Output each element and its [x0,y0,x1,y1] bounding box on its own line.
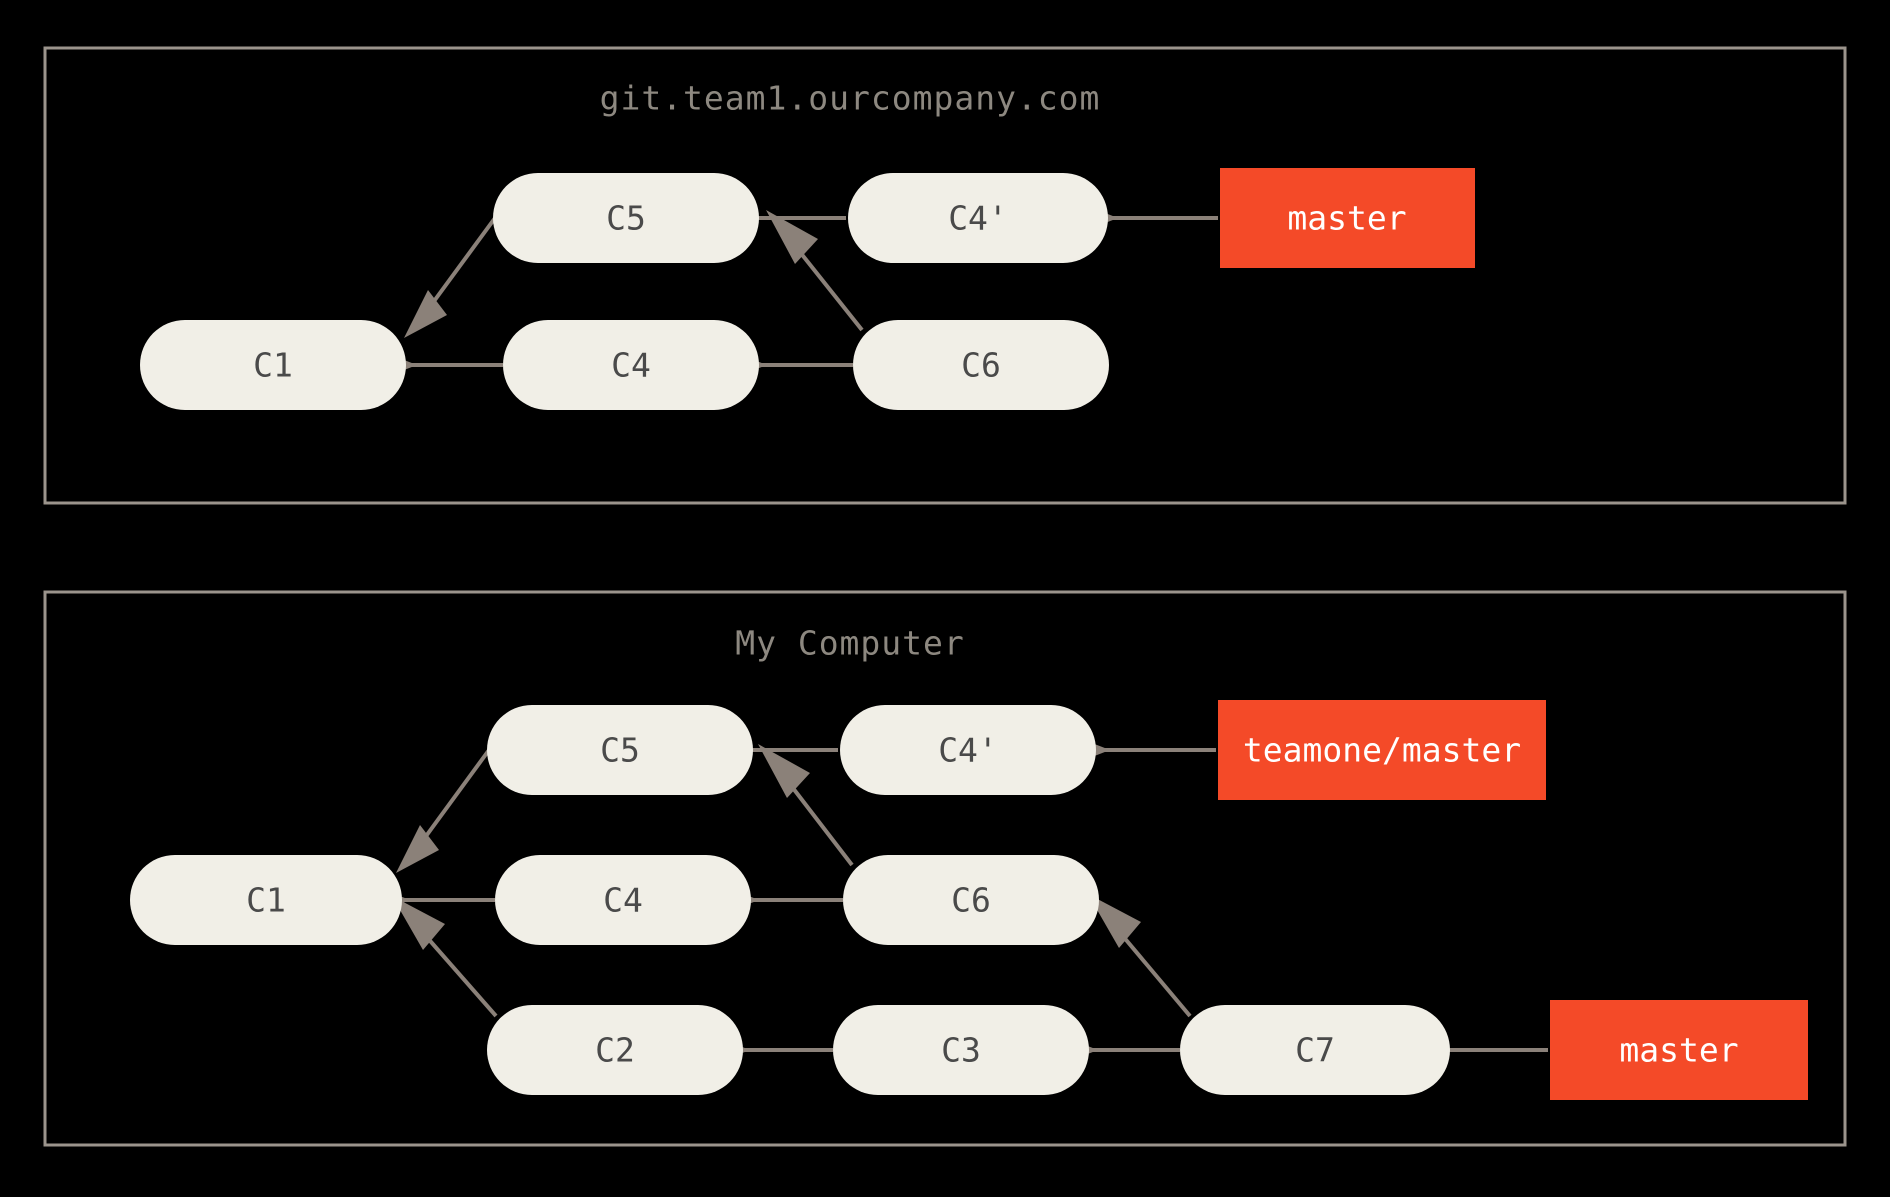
commit-box [130,855,402,945]
branch-box [1220,168,1475,268]
panel-remote: git.team1.ourcompany.com [43,46,1847,505]
panel-local-title: My Computer [735,624,965,663]
branch-label: master [1619,1031,1738,1070]
commit-label: C1 [253,346,293,385]
commit-label: C6 [951,881,991,920]
branch-box [1550,1000,1808,1100]
commit-node-c5[interactable]: C5 [493,173,759,263]
commit-label: C4 [603,881,643,920]
branch-label: teamone/master [1243,731,1521,770]
commit-box [833,1005,1089,1095]
branch-box [1218,700,1546,800]
commit-box [487,705,753,795]
commit-label: C3 [941,1031,981,1070]
panel-remote-frame [43,46,1847,505]
commit-box [843,855,1099,945]
commit-box [853,320,1109,410]
commit-label: C5 [600,731,640,770]
edge-c6-to-c5 [758,744,854,867]
commit-label: C2 [595,1031,635,1070]
edge-c5-to-c1 [404,216,497,338]
commit-label: C4' [948,199,1008,238]
branch-ref-teamone-master[interactable]: teamone/master [1218,700,1546,800]
commit-node-c4[interactable]: C4 [503,320,759,410]
commit-node-c2[interactable]: C2 [487,1005,743,1095]
branch-label: master [1287,199,1406,238]
commit-label: C4' [938,731,998,770]
commit-box [840,705,1096,795]
commit-node-c5[interactable]: C5 [487,705,753,795]
edge-c7-to-c6 [1088,894,1192,1018]
panel-remote-title: git.team1.ourcompany.com [600,79,1101,118]
branch-ref-master-remote[interactable]: master [1220,168,1475,268]
commit-label: C5 [606,199,646,238]
commit-label: C7 [1295,1031,1335,1070]
commit-node-c1[interactable]: C1 [140,320,406,410]
commit-node-c6[interactable]: C6 [853,320,1109,410]
commit-box [140,320,406,410]
commit-label: C4 [611,346,651,385]
panel-local-frame [43,590,1847,1147]
commit-node-c3[interactable]: C3 [833,1005,1089,1095]
commit-node-c6[interactable]: C6 [843,855,1099,945]
edge-c5-to-c1 [396,748,491,873]
commit-label: C1 [246,881,286,920]
commit-box [493,173,759,263]
commit-label: C6 [961,346,1001,385]
commit-node-c4-prime[interactable]: C4' [848,173,1108,263]
panel-local: My Computer [43,590,1847,1147]
edge-c6-to-c5 [766,210,864,332]
branch-ref-master-local[interactable]: master [1550,1000,1808,1100]
commit-box [1180,1005,1450,1095]
commit-box [495,855,751,945]
commit-node-c4[interactable]: C4 [495,855,751,945]
commit-box [503,320,759,410]
commit-node-c1[interactable]: C1 [130,855,402,945]
commit-box [848,173,1108,263]
commit-node-c4-prime[interactable]: C4' [840,705,1096,795]
commit-box [487,1005,743,1095]
edge-c2-to-c1 [392,896,498,1018]
commit-node-c7[interactable]: C7 [1180,1005,1450,1095]
